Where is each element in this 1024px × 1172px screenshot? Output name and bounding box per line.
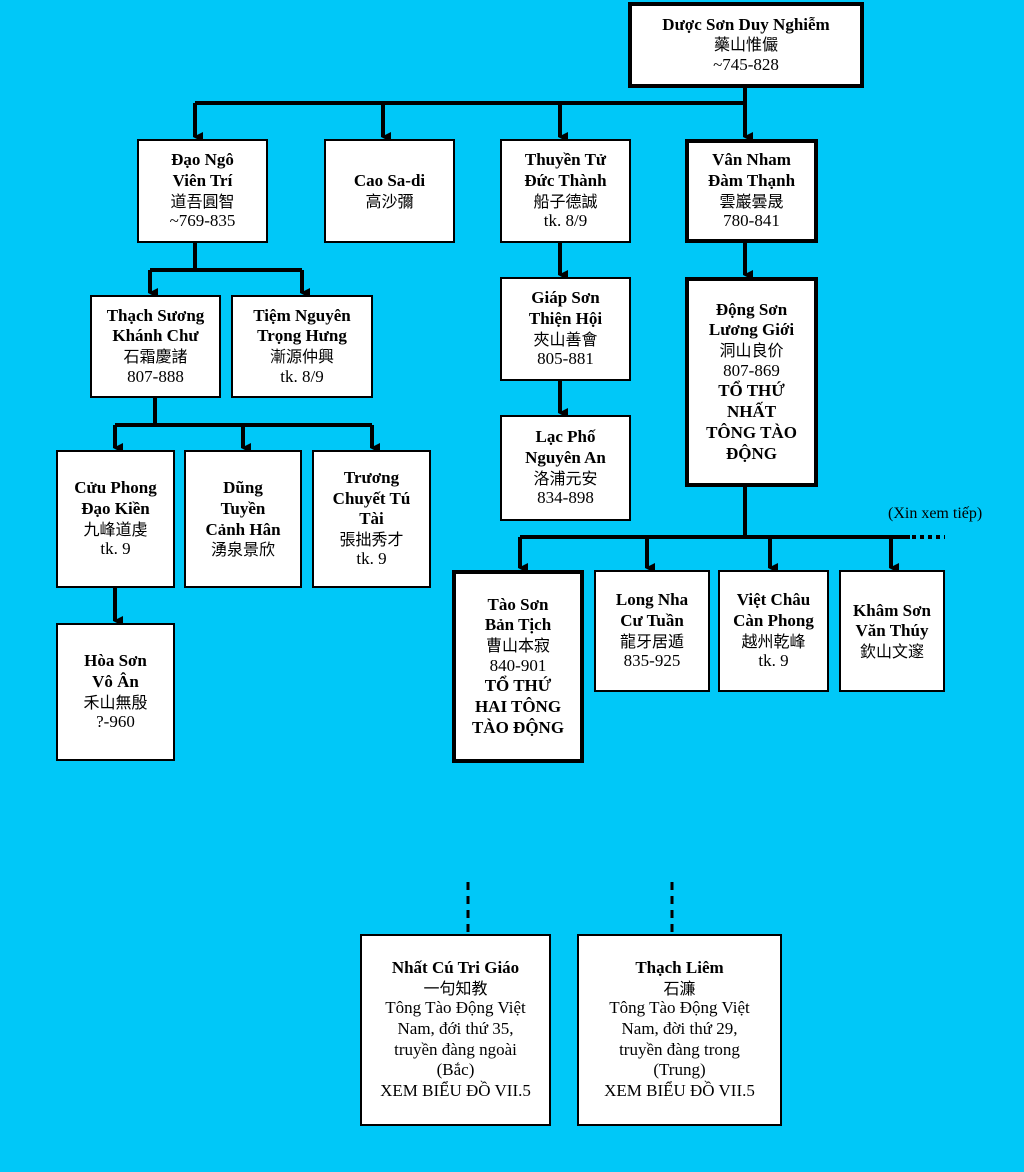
node-han-name: 禾山無殷 <box>83 692 148 712</box>
node-han-name: 洛浦元安 <box>533 468 598 488</box>
node-name: Thạch Sương Khánh Chư <box>106 305 205 346</box>
node-details: ~769-835 <box>169 211 236 231</box>
node-han-name: 石霜慶諸 <box>123 347 188 367</box>
node-name: Tiệm Nguyên Trọng Hưng <box>253 305 351 346</box>
node-details: tk. 9 <box>100 539 131 559</box>
node-name: Nhất Cú Tri Giáo <box>391 958 520 978</box>
node-han-name: 九峰道虔 <box>83 519 148 539</box>
node-details: 780-841 <box>723 211 780 231</box>
node-han-name: 洞山良价 <box>719 341 784 361</box>
node-name: Tào Sơn Bản Tịch <box>484 594 552 635</box>
node-details: 834-898 <box>537 488 594 508</box>
node-details: 805-881 <box>537 349 594 369</box>
node-name: Khâm Sơn Văn Thúy <box>853 600 931 641</box>
node-han-name: 曹山本寂 <box>485 636 550 655</box>
node-details: 807-888 <box>127 366 184 386</box>
node-name: Thạch Liêm <box>635 958 724 978</box>
node-han-name: 雲巖曇晟 <box>719 191 784 211</box>
node-details: Tông Tào Động Việt Nam, đới thứ 35, truy… <box>380 998 531 1101</box>
node-han-name: 越州乾峰 <box>741 631 806 651</box>
node-note: TỔ THỨ NHẤT TÔNG TÀO ĐỘNG <box>706 381 797 463</box>
node-details: 835-925 <box>623 651 681 671</box>
node-name: Dũng Tuyền Cảnh Hân <box>205 478 281 539</box>
node-name: Dược Sơn Duy Nghiễm <box>662 14 830 34</box>
node-name: Động Sơn Lương Giới <box>708 299 795 340</box>
node-han-name: 欽山文邃 <box>859 641 924 661</box>
node-han-name: 石濂 <box>663 978 696 998</box>
node-name: Thuyền Tử Đức Thành <box>524 150 607 190</box>
continue-label: (Xin xem tiếp) <box>888 505 983 522</box>
node-note: TỔ THỨ HAI TÔNG TÀO ĐỘNG <box>471 676 565 737</box>
node-name: Đạo Ngô Viên Trí <box>171 150 234 190</box>
node-name: Cửu Phong Đạo Kiền <box>74 478 157 518</box>
node-details: 807-869 <box>723 360 780 380</box>
node-han-name: 高沙彌 <box>365 191 414 211</box>
node-name: Trương Chuyết Tú Tài <box>332 467 411 529</box>
node-han-name: 夾山善會 <box>533 329 598 349</box>
node-name: Giáp Sơn Thiện Hội <box>528 288 603 328</box>
node-name: Vân Nham Đàm Thạnh <box>707 150 796 190</box>
node-han-name: 湧泉景欣 <box>210 540 275 560</box>
node-details: tk. 8/9 <box>280 366 324 386</box>
node-han-name: 漸源仲興 <box>269 347 334 367</box>
node-details: tk. 9 <box>758 651 789 671</box>
node-han-name: 藥山惟儼 <box>713 35 778 55</box>
node-name: Lạc Phố Nguyên An <box>525 427 606 467</box>
node-name: Long Nha Cư Tuần <box>615 590 689 630</box>
node-details: tk. 8/9 <box>543 211 588 231</box>
node-details: tk. 9 <box>356 549 387 569</box>
node-details: 840-901 <box>489 655 547 675</box>
node-name: Cao Sa-di <box>353 170 426 190</box>
node-han-name: 張拙秀才 <box>339 529 404 549</box>
node-name: Hòa Sơn Vô Ân <box>84 651 147 691</box>
node-details: Tông Tào Động Việt Nam, đời thứ 29, truy… <box>604 998 755 1101</box>
node-han-name: 道吾圓智 <box>170 191 235 211</box>
node-han-name: 龍牙居遁 <box>619 631 684 651</box>
node-name: Việt Châu Càn Phong <box>733 590 814 630</box>
node-han-name: 一句知教 <box>423 978 488 998</box>
node-han-name: 船子德誠 <box>533 191 598 211</box>
node-details: ?-960 <box>96 712 135 732</box>
node-details: ~745-828 <box>713 54 779 74</box>
